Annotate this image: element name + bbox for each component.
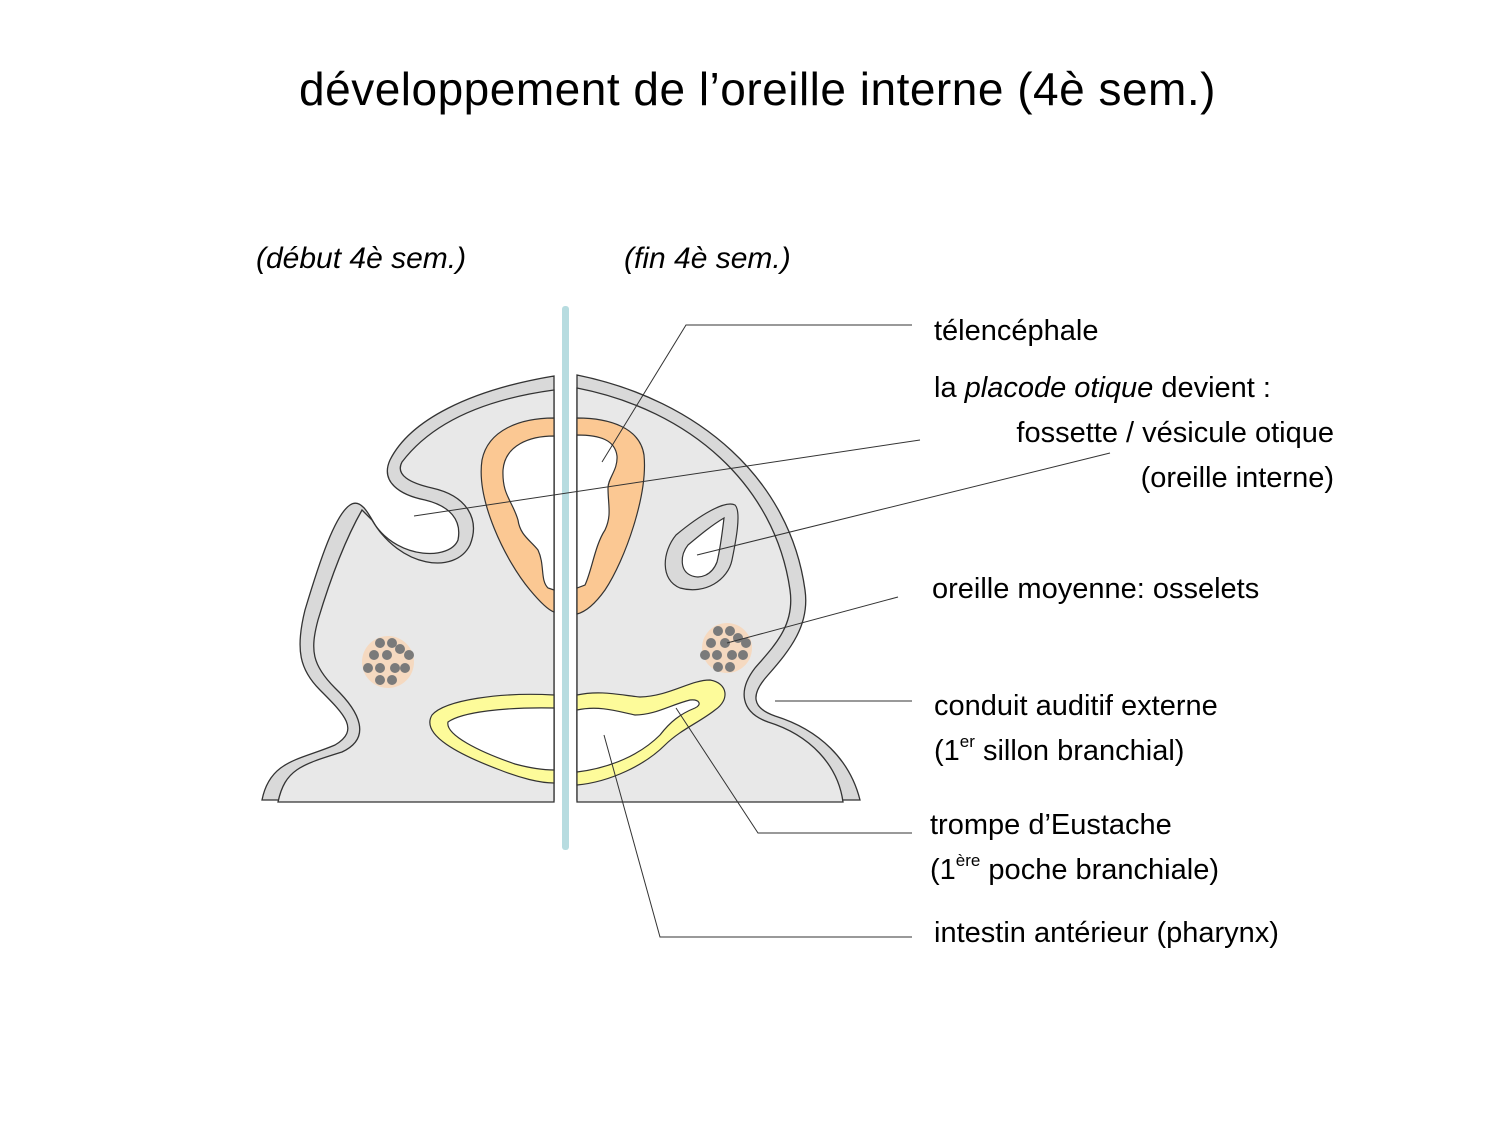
left-half-section [261, 375, 555, 803]
right-half-section [576, 374, 861, 803]
right-ossicle-dots [700, 626, 751, 672]
leader-pharynx [603, 734, 912, 938]
label-placode-line1: la placode otique devient : [934, 372, 1271, 404]
left-ossicle-dots [363, 638, 414, 685]
label-oreille-moyenne: oreille moyenne: osselets [932, 573, 1260, 605]
label-placode-line2: fossette / vésicule otique [1016, 417, 1334, 449]
leader-lines [413, 324, 1111, 938]
label-intestin: intestin antérieur (pharynx) [934, 917, 1279, 949]
label-conduit-line2: (1er sillon branchial) [934, 732, 1185, 767]
stage-label-late: (fin 4è sem.) [624, 242, 791, 275]
left-neural-canal [502, 435, 555, 591]
left-pharynx-lumen [447, 707, 555, 771]
label-telencephale: télencéphale [934, 315, 1099, 347]
leader-eustachian-tube [675, 707, 912, 834]
label-conduit-line1: conduit auditif externe [934, 690, 1218, 722]
leader-otic-vesicle [696, 452, 1111, 556]
label-trompe-line1: trompe d’Eustache [930, 809, 1172, 841]
label-placode-line3: (oreille interne) [1140, 462, 1334, 494]
label-placode-term: placode otique [964, 372, 1154, 404]
label-trompe-line2: (1ère poche branchiale) [930, 851, 1219, 886]
right-neural-canal [576, 434, 618, 589]
slide-title: développement de l’oreille interne (4è s… [299, 63, 1216, 115]
leader-ossicles [726, 596, 899, 644]
leader-telencephale [601, 324, 912, 463]
right-pharynx-lumen [576, 699, 700, 773]
leader-placode [413, 439, 921, 517]
midline-divider-bar [562, 306, 569, 850]
stage-label-early: (début 4è sem.) [256, 242, 467, 275]
otic-vesicle-lumen [681, 516, 725, 578]
